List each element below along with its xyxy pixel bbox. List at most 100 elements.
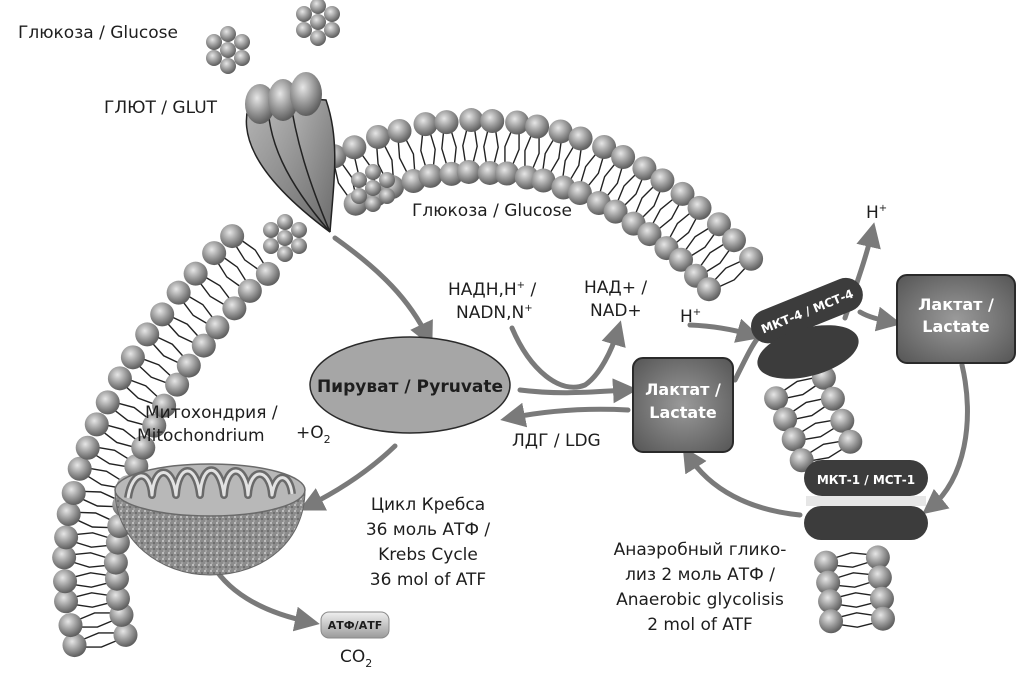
- mct1-label: МКТ-1 / МСТ-1: [817, 473, 915, 487]
- lipid-tail: [840, 612, 873, 618]
- atf-box: АТФ/АТF: [320, 611, 390, 639]
- lipid-head: [816, 570, 841, 595]
- glucose-bead: [277, 230, 293, 246]
- glucose-inside-label: Глюкоза / Glucose: [412, 201, 572, 221]
- lipid-tail: [809, 440, 840, 454]
- glucose-bead: [351, 172, 367, 188]
- lipid-tail: [188, 295, 214, 319]
- nad-label-en: NAD+: [590, 301, 642, 321]
- glucose-bead: [291, 222, 307, 238]
- lipid-tail: [383, 145, 394, 177]
- lipid-tail: [76, 532, 109, 539]
- glucose-bead: [263, 238, 279, 254]
- glucose-cluster-icon: [206, 26, 250, 74]
- krebs-line: 36 mol of ATF: [370, 570, 486, 590]
- glucose-bead: [220, 42, 236, 58]
- lipid-head: [237, 278, 262, 303]
- mct1-transporter: МКТ-1 / МСТ-1: [804, 460, 928, 540]
- lipid-head: [670, 181, 695, 206]
- lipid-head: [84, 412, 109, 437]
- lipid-tail: [82, 498, 114, 508]
- lipid-head: [764, 386, 789, 411]
- glucose-bead: [263, 222, 279, 238]
- glucose-bead: [365, 180, 381, 196]
- lipid-head: [166, 280, 191, 305]
- glucose-bead: [291, 238, 307, 254]
- glucose-bead: [234, 34, 250, 50]
- arrow-mct1-to-lactate-inner: [682, 446, 803, 518]
- lipid-tail: [182, 301, 208, 325]
- lipid-tail: [658, 203, 680, 230]
- lipid-tail: [836, 561, 869, 568]
- lipid-tail: [441, 132, 448, 165]
- glucose-bead: [206, 50, 222, 66]
- glucose-bead: [310, 14, 326, 30]
- glucose-cluster-icon: [296, 0, 340, 46]
- lipid-head: [366, 124, 391, 149]
- glucose-bead: [277, 214, 293, 230]
- glut-transporter-icon: [245, 72, 336, 233]
- lipid-tail: [795, 405, 826, 420]
- lipid-head: [56, 501, 81, 526]
- glut-label: ГЛЮТ / GLUT: [104, 98, 218, 118]
- lipid-tail: [804, 427, 835, 441]
- arrow-glut-to-pyruvate: [332, 235, 433, 348]
- lipid-tail: [792, 398, 823, 413]
- lipid-tail: [483, 130, 489, 163]
- lipid-head: [54, 525, 79, 550]
- lipid-head: [75, 435, 100, 460]
- lipid-head: [95, 390, 120, 415]
- lipid-tail: [838, 581, 871, 588]
- arrow-pyruvate-to-mitochondrion: [299, 443, 398, 511]
- lipid-head: [459, 108, 484, 133]
- lipid-head: [176, 353, 201, 378]
- mitochondrion-icon: [114, 463, 306, 576]
- lipid-head: [739, 246, 764, 271]
- lipid-tail: [397, 141, 408, 173]
- lactate-outer-label-ru: Лактат /: [918, 295, 994, 314]
- lipid-head: [52, 545, 77, 570]
- lipid-tail: [76, 602, 109, 608]
- lipid-tail: [79, 511, 111, 521]
- lipid-tail: [143, 358, 172, 377]
- lipid-head: [58, 613, 83, 638]
- lipid-tail: [138, 365, 167, 384]
- lipid-head: [548, 119, 573, 144]
- lipid-head: [603, 199, 628, 224]
- lipid-head: [191, 333, 216, 358]
- lipid-head: [113, 622, 138, 647]
- lipid-tail: [420, 134, 427, 167]
- glucose-cluster-icon: [351, 164, 395, 212]
- lipid-head: [494, 161, 519, 186]
- lipid-tail: [587, 157, 604, 187]
- lactate-inner-label-en: Lactate: [649, 403, 717, 422]
- anaerobic-line: 2 mol of ATF: [647, 615, 753, 635]
- lipid-tail: [152, 343, 179, 364]
- lipid-tail: [130, 379, 159, 398]
- lipid-head: [650, 168, 675, 193]
- arrow-mct4-to-lactate-outer: [857, 306, 902, 332]
- lipid-tail: [635, 185, 655, 214]
- lipid-head: [439, 161, 464, 186]
- lipid-tail: [125, 386, 154, 405]
- lipid-tail: [641, 190, 661, 219]
- lipid-tail: [205, 276, 231, 300]
- lipid-head: [434, 110, 459, 135]
- lipid-head: [220, 224, 245, 249]
- lipid-tail: [405, 139, 416, 171]
- lipid-head: [480, 109, 505, 134]
- lipid-tail: [512, 133, 520, 165]
- lipid-tail: [801, 419, 832, 433]
- lipid-tail: [705, 249, 730, 273]
- glucose-bead: [351, 188, 367, 204]
- lipid-head: [103, 550, 128, 575]
- lipid-tail: [549, 142, 562, 173]
- lipid-head: [706, 212, 731, 237]
- lipid-head: [838, 429, 863, 454]
- lipid-tail: [157, 336, 184, 357]
- lipid-head: [870, 606, 895, 631]
- lipid-head: [819, 609, 844, 634]
- lipid-head: [632, 156, 657, 181]
- lipid-head: [592, 134, 617, 159]
- lipid-tail: [675, 217, 697, 244]
